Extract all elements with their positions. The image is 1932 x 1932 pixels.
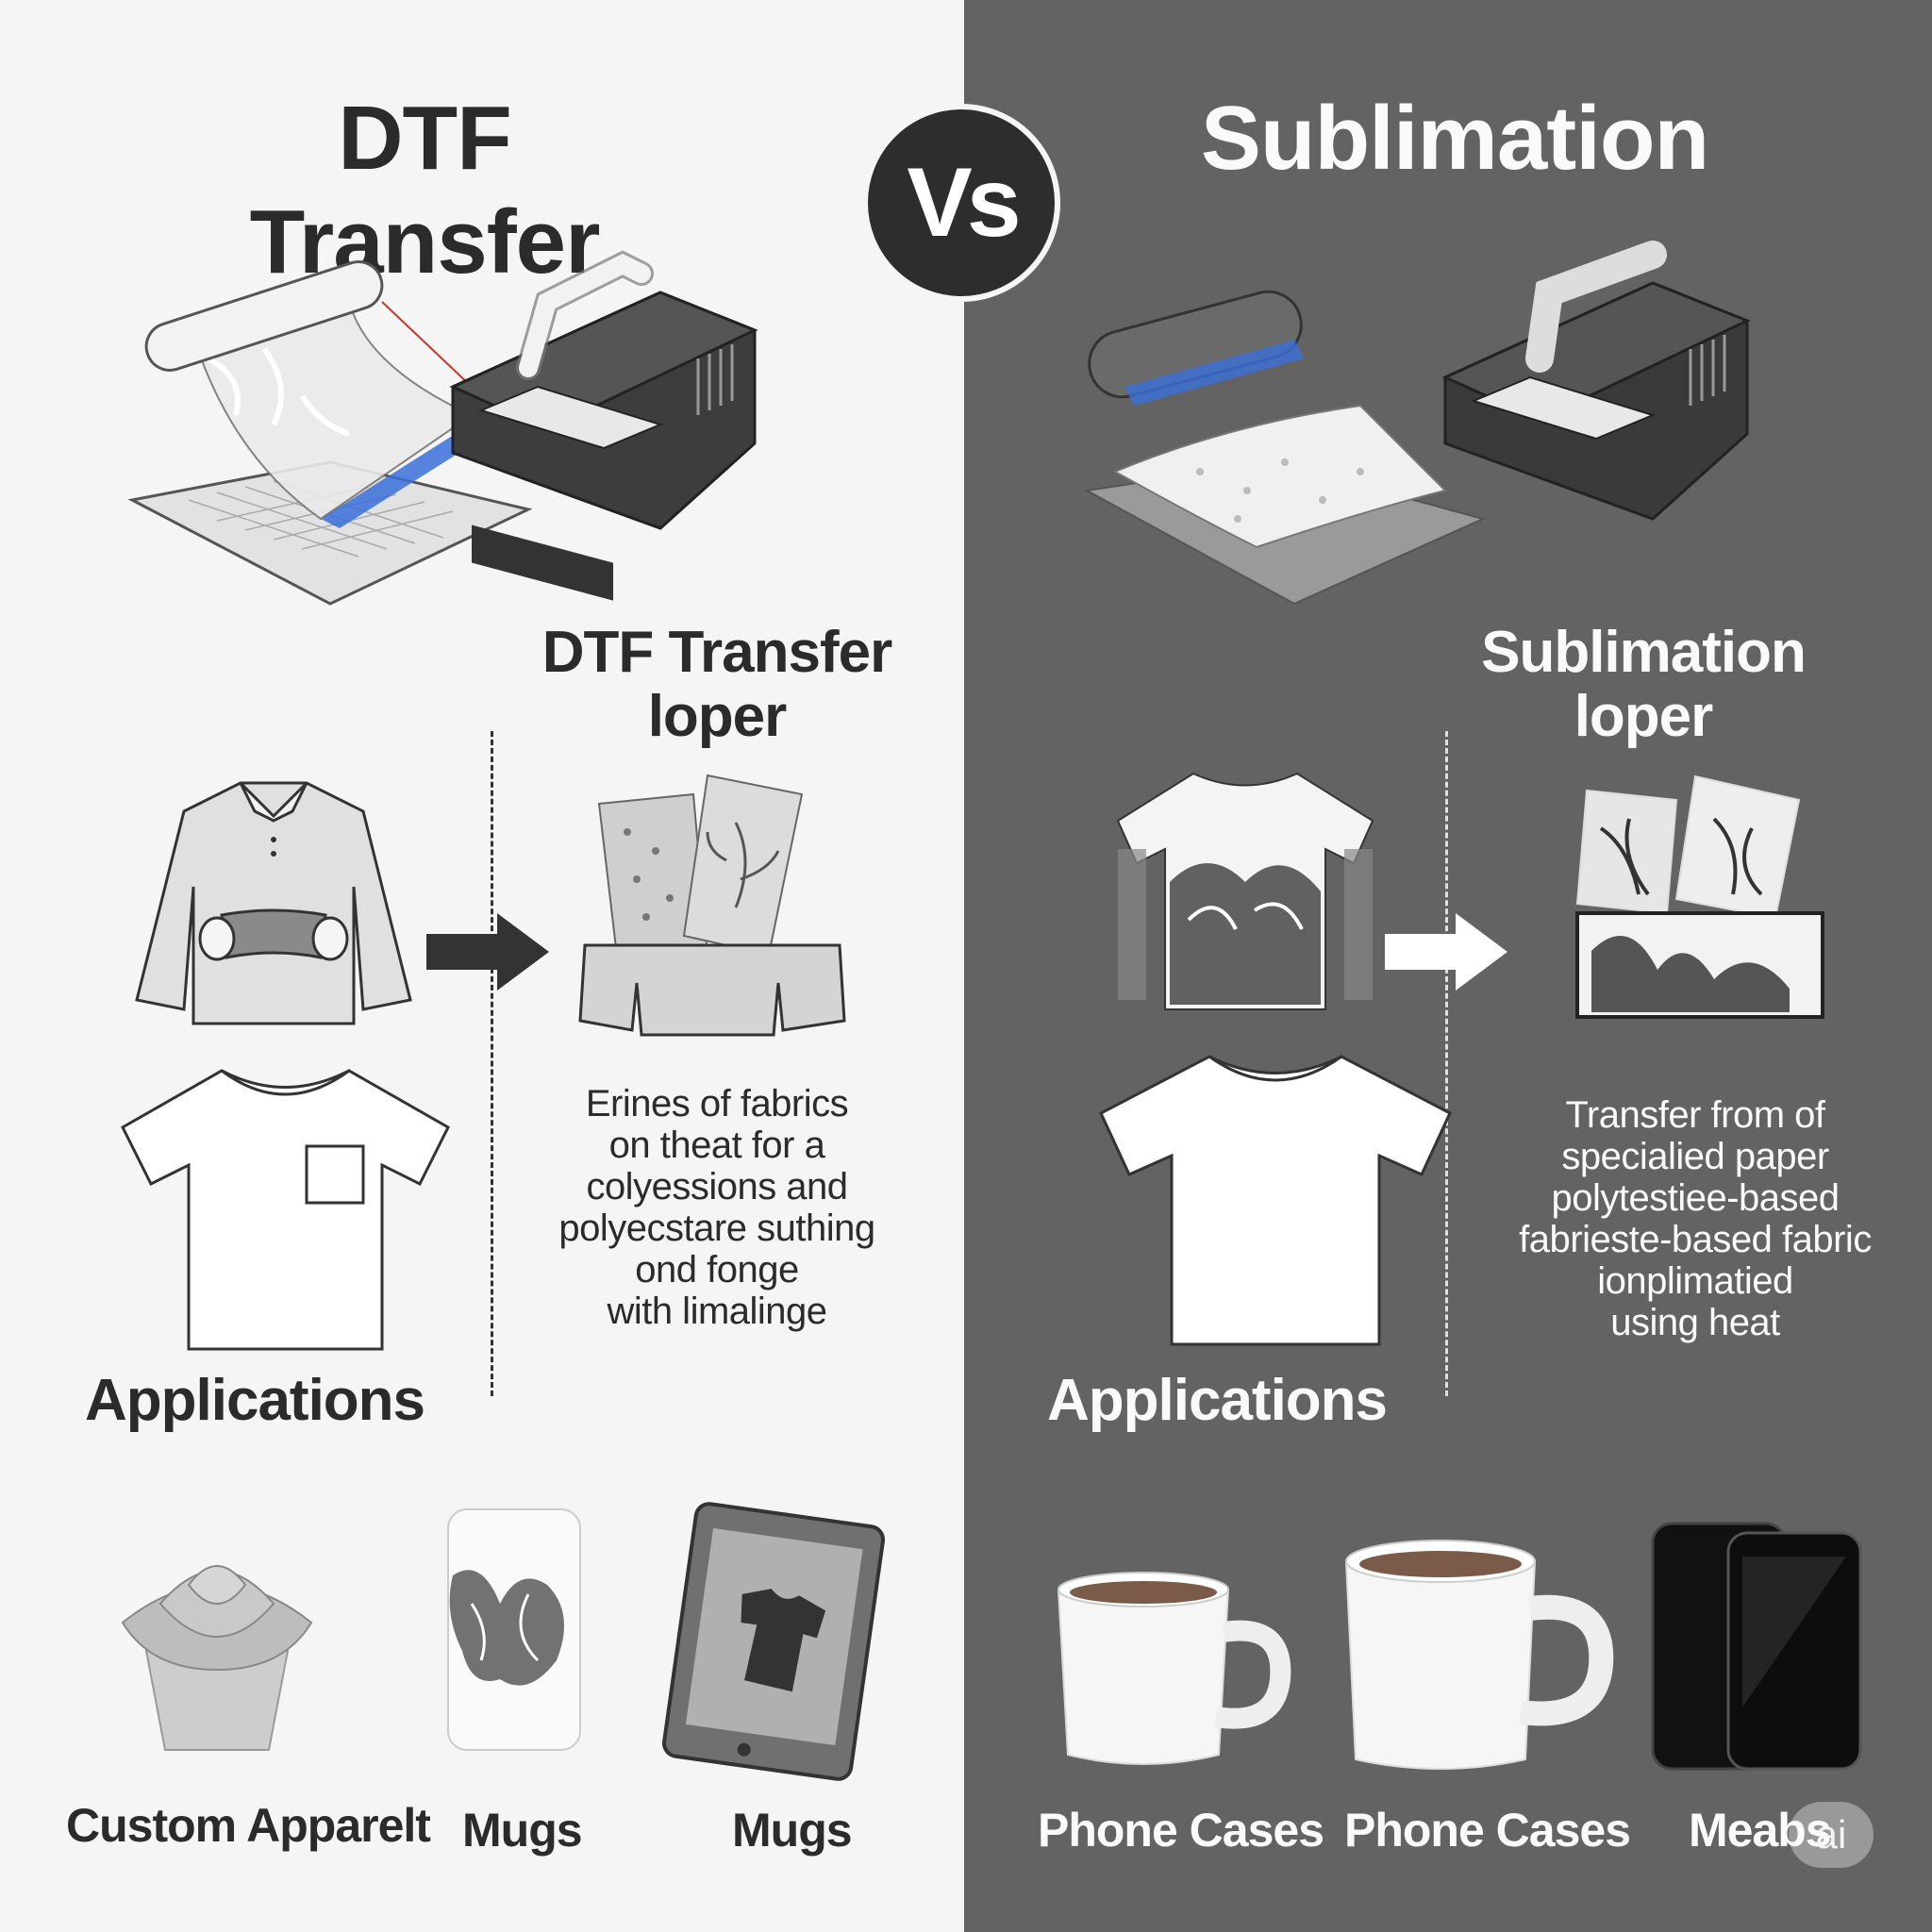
mug-icon (1057, 1572, 1291, 1765)
dtf-description-line5: ond fonge (635, 1249, 799, 1291)
tshirt-icon (1116, 772, 1374, 1010)
mug-icon (1344, 1540, 1614, 1770)
dtf-paper-heading-line1: DTF Transfer (541, 620, 892, 685)
dtf-applications-heading: Applications (85, 1368, 425, 1433)
transfer-paper-icon (578, 774, 846, 1037)
phone-icon (1651, 1522, 1862, 1771)
dtf-description-line4: polyecstare suthing (558, 1208, 875, 1249)
dtf-description-line6: with limalinge (607, 1291, 827, 1332)
sublimation-description-line5: ionplimatied (1597, 1260, 1793, 1302)
dtf-divider (491, 731, 493, 1396)
sublimation-description-line4: fabrieste-based fabric (1519, 1219, 1872, 1260)
dtf-description-line2: on theat for a (608, 1124, 825, 1166)
sublimation-applications-heading: Applications (1047, 1368, 1388, 1433)
tshirt-icon (1099, 1055, 1452, 1346)
dtf-panel: DTF Transfer DTF Transfer loper (0, 0, 964, 1932)
sublimation-divider (1445, 731, 1448, 1396)
arrow-right-icon (426, 913, 549, 991)
dtf-description-line3: colyessions and (586, 1166, 848, 1208)
dtf-paper-heading-line2: loper (647, 684, 788, 749)
product-label-meabs: Meabs (1689, 1804, 1832, 1857)
dtf-printer-icon (127, 250, 758, 606)
sublimation-description-line3: polytestiee-based (1551, 1177, 1840, 1219)
sublimation-paper-heading-line1: Sublimation (1481, 620, 1807, 685)
tablet-icon (661, 1502, 886, 1781)
arrow-right-icon (1385, 913, 1507, 991)
sublimation-panel: Sublimation Sublimation loper (964, 0, 1932, 1932)
rose-icon (121, 1565, 313, 1751)
tshirt-icon (121, 1069, 450, 1351)
ai-watermark: ai (1789, 1802, 1874, 1868)
sublimation-paper-heading-line2: loper (1574, 684, 1714, 749)
product-label-custom-apparel: Custom Apparelt (66, 1799, 431, 1852)
product-label-mugs-1: Mugs (462, 1804, 583, 1857)
sublimation-description-line2: specialied paper (1561, 1136, 1829, 1177)
sublimation-printer-icon (1083, 241, 1751, 606)
sublimation-title: Sublimation (1200, 88, 1709, 189)
sublimation-description-line6: using heat (1610, 1302, 1780, 1343)
transfer-paper-icon (1575, 774, 1824, 1019)
product-label-mugs-2: Mugs (732, 1804, 853, 1857)
vs-badge: Vs (862, 104, 1060, 302)
product-label-phone-cases-2: Phone Cases (1344, 1804, 1631, 1857)
sublimation-description-line1: Transfer from of (1565, 1094, 1825, 1136)
dtf-description-line1: Erines of fabrics (585, 1083, 849, 1124)
product-label-phone-cases-1: Phone Cases (1038, 1804, 1324, 1857)
mug-icon (447, 1508, 581, 1751)
polo-shirt-icon (135, 781, 412, 1025)
